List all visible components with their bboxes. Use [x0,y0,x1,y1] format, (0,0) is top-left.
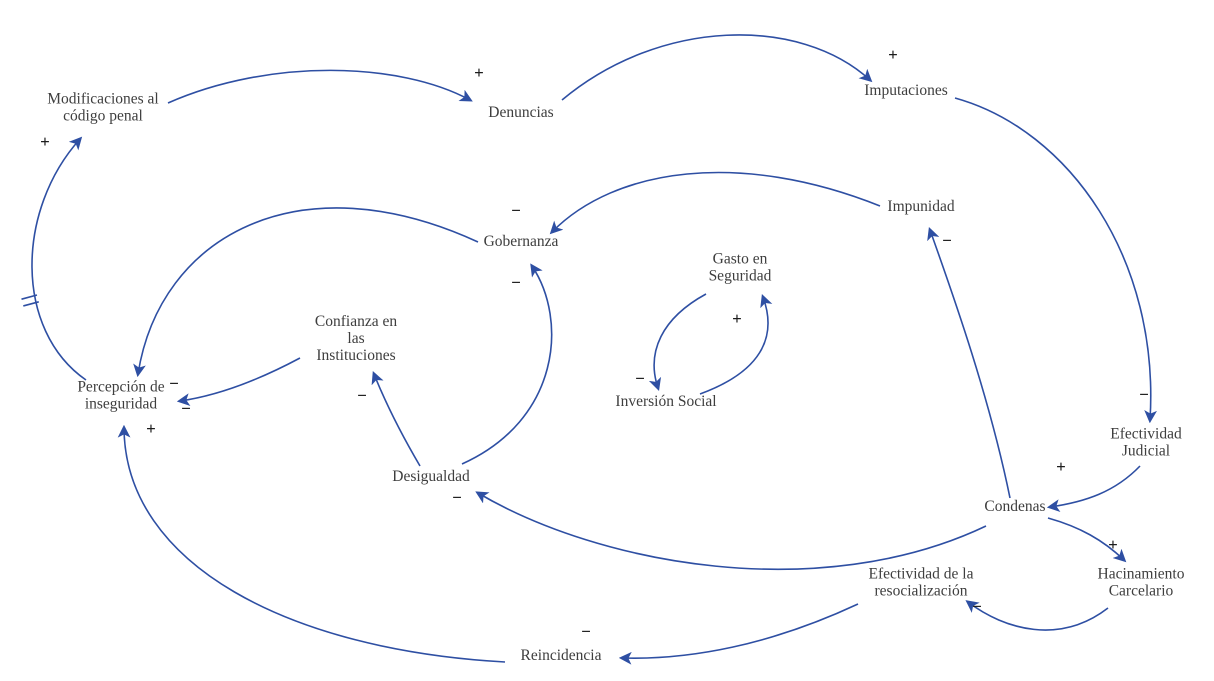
polarity-sign-denuncias-imputaciones: + [888,45,898,64]
node-imputaciones: Imputaciones [864,82,948,99]
edge-percepcion-modificaciones [31,136,87,381]
node-denuncias: Denuncias [488,104,553,121]
polarity-sign-resocializacion-reincidencia: − [581,622,591,641]
edge-efectividad-judicial-condenas [1046,465,1141,512]
edge-inversion-gasto [699,293,773,395]
polarity-sign-inversion-gasto: + [732,309,742,328]
polarity-sign-condenas-desigualdad: − [452,488,462,507]
edge-desigualdad-confianza [371,371,421,467]
polarity-sign-gasto-inversion: − [635,369,645,388]
edge-condenas-hacinamiento [1047,517,1127,563]
edge-imputaciones-efectividad-judicial [954,97,1157,424]
polarity-sign-hacinamiento-resocializacion: − [972,597,982,616]
node-desigualdad: Desigualdad [392,468,470,485]
edge-resocializacion-reincidencia [618,603,859,665]
polarity-sign-reincidencia-percepcion: + [146,419,156,438]
edge-confianza-percepcion [176,357,301,406]
edge-gasto-inversion [648,293,707,392]
edge-reincidencia-percepcion [117,424,506,663]
polarity-sign-desigualdad-gobernanza: − [511,273,521,292]
polarity-sign-impunidad-gobernanza: − [511,201,521,220]
polarity-sign-condenas-hacinamiento: + [1108,535,1118,554]
edge-gobernanza-percepcion [133,207,479,378]
polarity-sign-modificaciones-denuncias: + [474,63,484,82]
edge-condenas-desigualdad [475,491,987,571]
polarity-sign-confianza-percepcion: − [181,399,191,418]
node-inversion-social: Inversión Social [615,393,716,410]
polarity-sign-gobernanza-percepcion: − [169,374,179,393]
edge-desigualdad-gobernanza [461,263,553,465]
edge-denuncias-imputaciones [561,34,873,101]
edge-hacinamiento-resocializacion [965,600,1109,631]
delay-mark-icon [21,294,39,307]
node-condenas: Condenas [984,498,1045,515]
edge-impunidad-gobernanza [549,171,881,235]
polarity-sign-percepcion-modificaciones: + [40,132,50,151]
edge-modificaciones-denuncias [167,69,473,104]
polarity-sign-condenas-impunidad: − [942,231,952,250]
node-impunidad: Impunidad [887,198,954,215]
polarity-sign-desigualdad-confianza: − [357,386,367,405]
edge-condenas-impunidad [927,226,1011,499]
polarity-sign-imputaciones-efectividad-judicial: − [1139,385,1149,404]
node-reincidencia: Reincidencia [521,647,602,664]
polarity-sign-efectividad-judicial-condenas: + [1056,457,1066,476]
node-gobernanza: Gobernanza [484,233,559,250]
